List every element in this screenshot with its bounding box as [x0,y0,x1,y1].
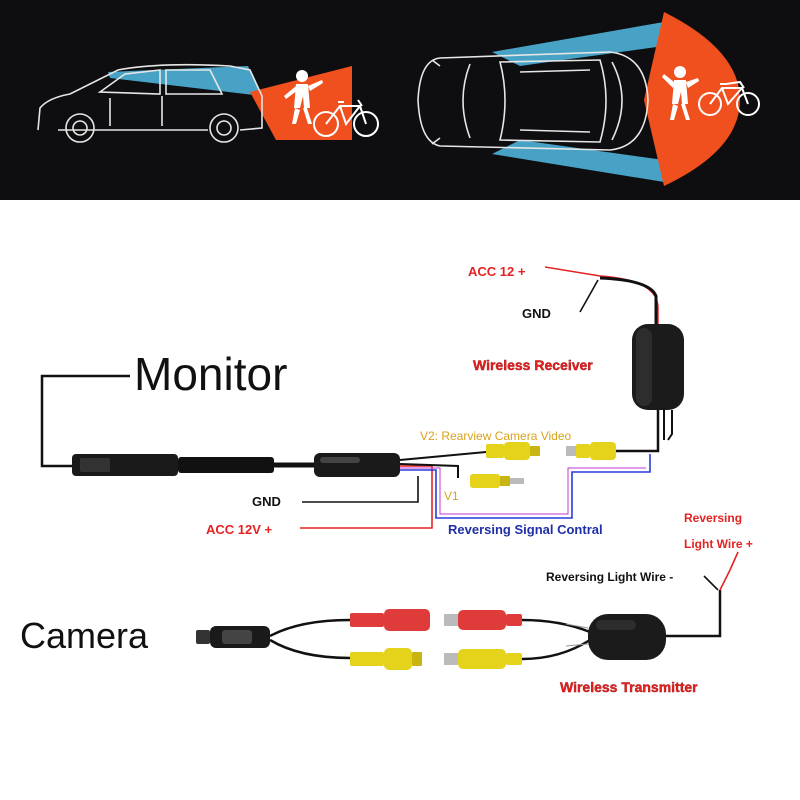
v1-video-wire [399,463,459,478]
side-view-car-icon [37,63,263,143]
wireless-receiver-label: Wireless Receiver [473,357,593,373]
transmitter-merge-cable [521,618,591,661]
acc-12v-plus-label: ACC 12V + [206,522,273,537]
side-view-scene [37,63,379,143]
transmitter-red-rca [444,610,522,630]
reversing-signal-wire [400,454,651,519]
top-child-figure-icon [662,66,699,120]
gnd-receiver-label: GND [522,306,551,321]
monitor-lead-wire [40,374,130,468]
gnd-monitor-label: GND [252,494,281,509]
acc-12-plus-label: ACC 12 + [468,264,526,279]
top-view-scene [417,12,760,186]
side-camera-beam [108,66,262,96]
reversing-light-plus-wire [719,551,739,591]
gnd-receiver-wire [579,279,599,313]
top-view-car-icon [417,51,649,151]
gnd-monitor-wire [302,476,419,503]
camera-label: Camera [20,615,149,656]
receiver-power-cable [599,276,658,328]
reversing-signal-wire-alt [400,467,646,515]
reversing-light-plus-label-line1: Reversing [684,511,742,525]
transmitter-yellow-rca [444,649,522,669]
top-camera-beam-upper [492,22,664,66]
monitor-connector [72,454,274,476]
reversing-signal-label: Reversing Signal Contral [448,522,603,537]
rear-view-illustration [0,0,800,200]
v2-video-wire [399,451,487,461]
wiring-canvas: ACC 12 + GND Wireless Receiver Monitor V… [20,264,753,695]
splitter-box [314,453,400,477]
side-child-figure-icon [284,70,323,124]
reversing-light-minus-label: Reversing Light Wire - [546,570,673,584]
camera-yellow-rca [350,648,422,670]
v2-rca-connector [486,442,540,460]
wireless-transmitter-label: Wireless Transmitter [560,679,698,695]
acc-12v-wire [300,465,433,529]
acc-12-wire [544,266,659,328]
transmitter-wire-tails [565,623,589,647]
camera-split-cable-red [269,618,351,638]
wireless-transmitter-module [588,614,666,660]
top-view-zone [644,12,740,186]
top-camera-beam-lower [492,140,664,182]
v1-rca-plug [470,474,524,488]
wireless-receiver-module [632,324,684,441]
top-bicycle-icon [698,80,760,116]
side-bicycle-icon [313,99,379,137]
monitor-label: Monitor [134,348,287,400]
v1-label: V1 [444,489,459,503]
transmitter-power-cable [666,590,722,638]
receiver-rca-plug [566,410,660,460]
camera-connector [196,626,270,648]
wiring-diagram: ACC 12 + GND Wireless Receiver Monitor V… [0,200,800,800]
camera-split-cable-yellow [269,638,351,660]
reversing-light-plus-label-line2: Light Wire + [684,537,753,551]
v2-label: V2: Rearview Camera Video [420,429,572,443]
reversing-light-minus-wire [703,575,719,591]
illustration-canvas [37,12,760,186]
camera-red-rca [350,609,430,631]
